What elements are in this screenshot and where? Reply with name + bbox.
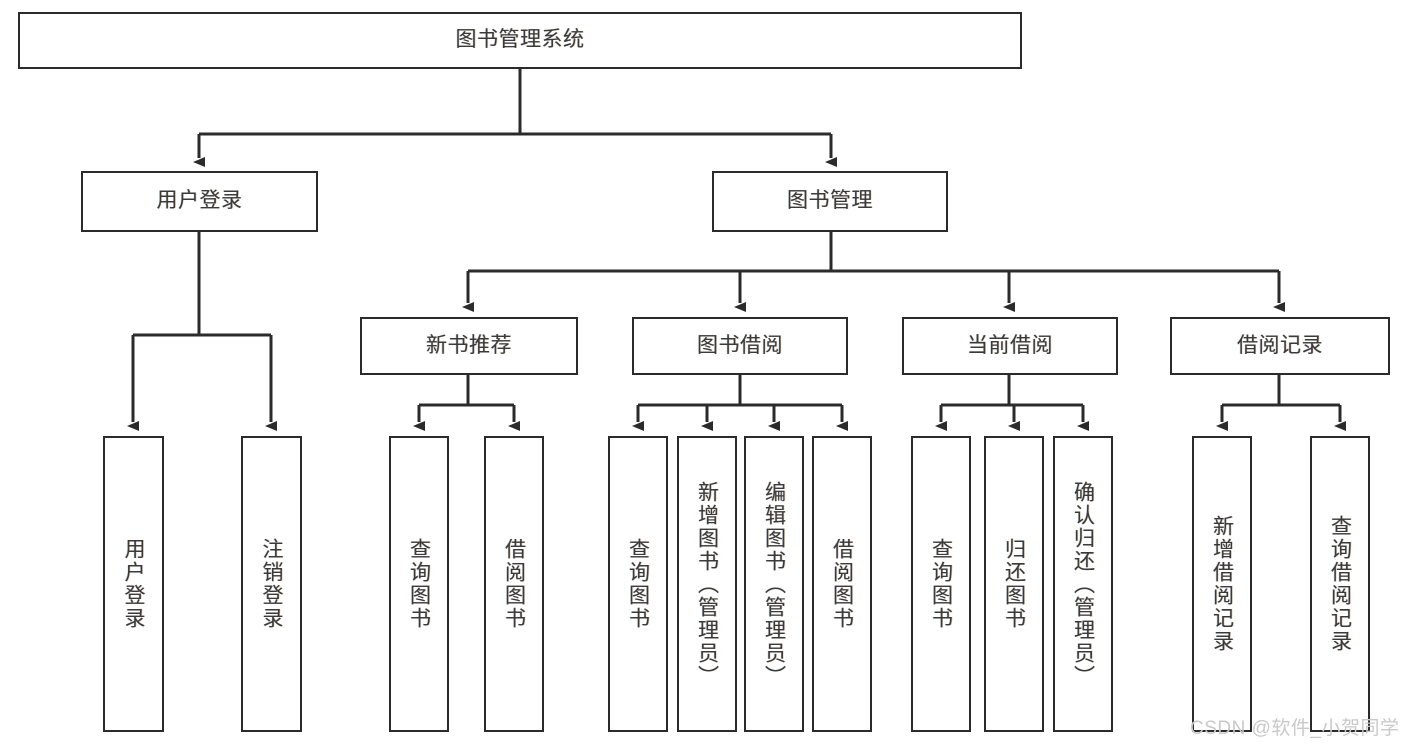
edges-userlogin-to-leaves	[127, 232, 277, 431]
leaf-confirm-return-label: 确认归还（管理员）	[1071, 480, 1095, 688]
leaf-borrow-book-1[interactable]: 借阅图书	[484, 436, 544, 732]
leaf-add-record[interactable]: 新增借阅记录	[1192, 436, 1252, 732]
leaf-add-book-label: 新增图书（管理员）	[695, 480, 719, 688]
node-borrow-record[interactable]: 借阅记录	[1170, 317, 1390, 375]
leaf-borrow-book-2-label: 借阅图书	[830, 538, 854, 630]
node-book-manage-label: 图书管理	[787, 189, 873, 213]
edges-currentborrow-to-leaves	[935, 375, 1089, 431]
leaf-confirm-return[interactable]: 确认归还（管理员）	[1053, 436, 1113, 732]
node-current-borrow[interactable]: 当前借阅	[902, 317, 1118, 375]
edges-booksystem-to-level3	[462, 232, 1285, 312]
node-borrow-record-label: 借阅记录	[1237, 333, 1323, 357]
node-root[interactable]: 图书管理系统	[18, 12, 1022, 69]
node-root-label: 图书管理系统	[455, 28, 585, 52]
node-book-manage[interactable]: 图书管理	[712, 171, 948, 232]
edges-root-to-level2	[193, 69, 837, 167]
leaf-query-book-1[interactable]: 查询图书	[389, 436, 449, 732]
node-user-login[interactable]: 用户登录	[81, 171, 318, 232]
edges-newbookrec-to-leaves	[413, 375, 520, 431]
node-book-borrow[interactable]: 图书借阅	[632, 317, 848, 375]
node-user-login-label: 用户登录	[156, 189, 243, 213]
edges-bookborrow-to-leaves	[632, 375, 848, 431]
leaf-edit-book[interactable]: 编辑图书（管理员）	[744, 436, 804, 732]
leaf-add-record-label: 新增借阅记录	[1210, 515, 1234, 653]
leaf-logout[interactable]: 注销登录	[241, 436, 302, 732]
leaf-add-book[interactable]: 新增图书（管理员）	[677, 436, 737, 732]
leaf-return-book-label: 归还图书	[1002, 538, 1026, 630]
leaf-query-book-3[interactable]: 查询图书	[911, 436, 971, 732]
leaf-query-book-1-label: 查询图书	[407, 538, 431, 630]
node-new-book-rec-label: 新书推荐	[426, 333, 512, 357]
leaf-query-book-2-label: 查询图书	[626, 538, 650, 630]
leaf-user-login-label: 用户登录	[122, 538, 145, 630]
leaf-query-book-3-label: 查询图书	[929, 538, 953, 630]
leaf-borrow-book-2[interactable]: 借阅图书	[812, 436, 872, 732]
leaf-query-record[interactable]: 查询借阅记录	[1310, 436, 1370, 732]
node-new-book-rec[interactable]: 新书推荐	[360, 317, 578, 375]
leaf-return-book[interactable]: 归还图书	[984, 436, 1044, 732]
node-book-borrow-label: 图书借阅	[697, 333, 783, 357]
leaf-query-book-2[interactable]: 查询图书	[608, 436, 668, 732]
leaf-query-record-label: 查询借阅记录	[1328, 515, 1352, 653]
leaf-borrow-book-1-label: 借阅图书	[502, 538, 526, 630]
leaf-logout-label: 注销登录	[260, 538, 283, 630]
leaf-user-login[interactable]: 用户登录	[103, 436, 164, 732]
leaf-edit-book-label: 编辑图书（管理员）	[762, 480, 786, 688]
edges-borrowrecord-to-leaves	[1216, 375, 1346, 431]
node-current-borrow-label: 当前借阅	[967, 333, 1053, 357]
